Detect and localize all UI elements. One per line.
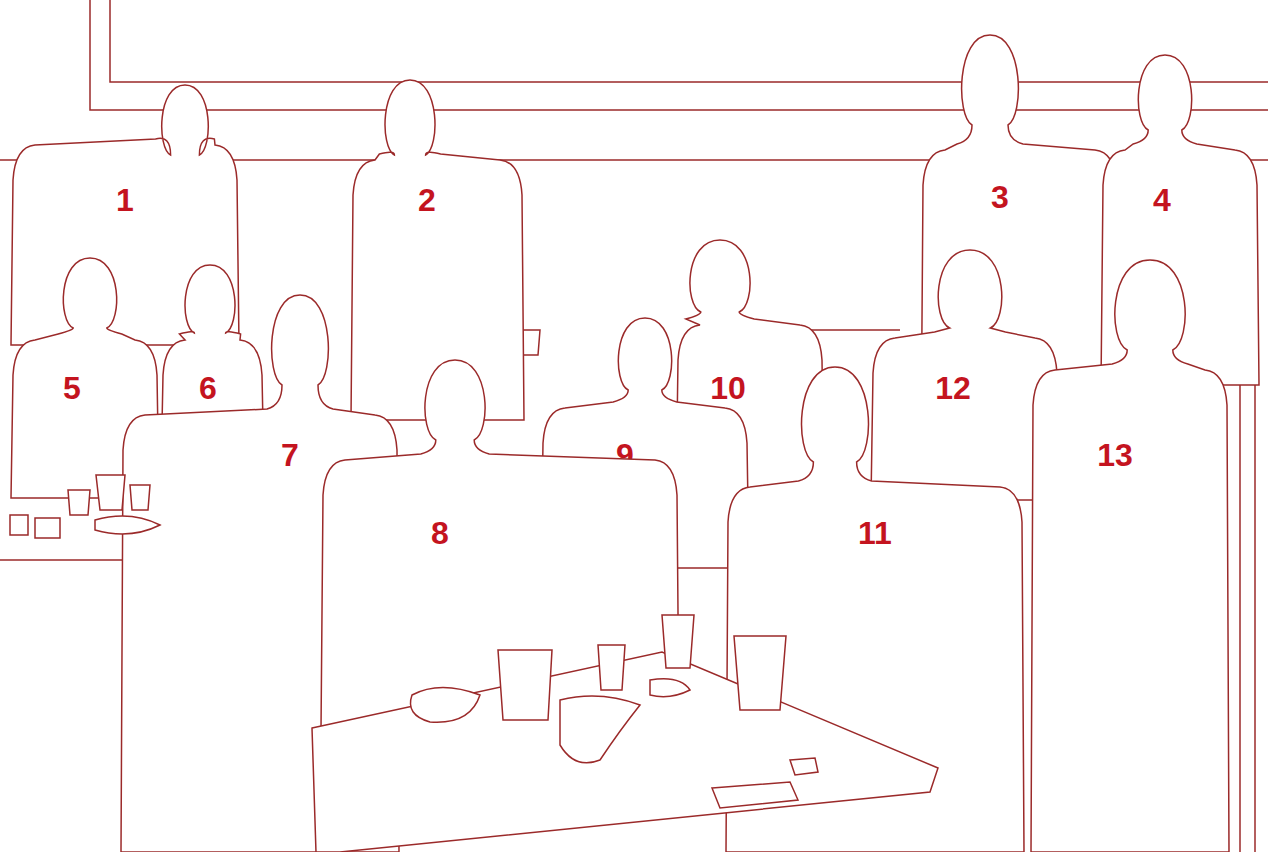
callout-number: 12: [935, 372, 971, 404]
silhouette-outline: [1030, 260, 1230, 852]
person-silhouette: 13: [1030, 260, 1230, 852]
callout-number: 7: [281, 439, 299, 471]
person-silhouette: 12: [870, 250, 1060, 500]
callout-number: 10: [710, 372, 746, 404]
callout-number: 4: [1153, 184, 1171, 216]
silhouette-path: [871, 250, 1059, 500]
callout-number: 11: [858, 517, 892, 549]
callout-number: 3: [991, 181, 1009, 213]
callout-number: 5: [63, 372, 81, 404]
silhouette-path: [676, 240, 824, 500]
callout-number: 13: [1097, 439, 1133, 471]
callout-number: 6: [199, 372, 217, 404]
callout-number: 8: [431, 517, 449, 549]
callout-number: 2: [418, 184, 436, 216]
silhouette-path: [1031, 260, 1229, 852]
callout-number: 1: [116, 184, 134, 216]
